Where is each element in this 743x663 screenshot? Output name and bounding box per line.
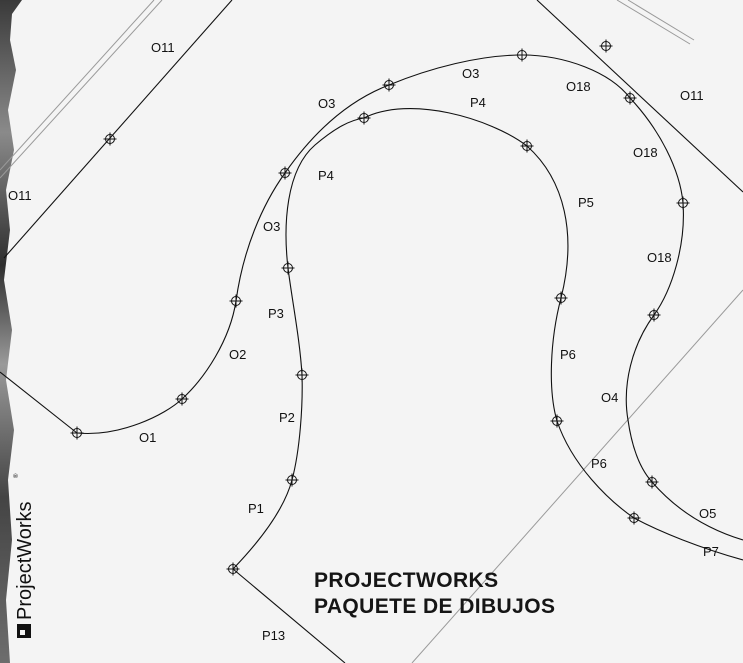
- diagonal-guide-line: [411, 289, 743, 663]
- title-line-1: PROJECTWORKS: [314, 569, 499, 592]
- label-o18: O18: [647, 250, 672, 265]
- outer-alignment-curve: [76, 54, 743, 541]
- node-markers: [70, 39, 690, 576]
- title-line-2: PAQUETE DE DIBUJOS: [314, 595, 556, 618]
- label-p3: P3: [268, 306, 284, 321]
- label-p5: P5: [578, 195, 594, 210]
- node-marker: [281, 261, 295, 275]
- brand-registered-mark: ®: [13, 473, 20, 478]
- label-o1: O1: [139, 430, 156, 445]
- label-o5: O5: [699, 506, 716, 521]
- node-marker: [357, 111, 371, 125]
- label-o18: O18: [566, 79, 591, 94]
- node-marker: [627, 511, 641, 525]
- label-o18: O18: [633, 145, 658, 160]
- inner-alignment-curve: [232, 108, 743, 570]
- label-p2: P2: [279, 410, 295, 425]
- node-marker: [647, 308, 661, 322]
- boundary-double-lines: [0, 0, 695, 179]
- label-o4: O4: [601, 390, 618, 405]
- node-marker: [295, 368, 309, 382]
- node-marker: [70, 426, 84, 440]
- drawing-package-title: PROJECTWORKS PAQUETE DE DIBUJOS: [314, 568, 555, 620]
- brand-name: ProjectWorks: [14, 501, 36, 620]
- node-marker: [550, 414, 564, 428]
- node-marker: [515, 48, 529, 62]
- label-p4: P4: [470, 95, 486, 110]
- node-marker: [382, 78, 396, 92]
- node-marker: [599, 39, 613, 53]
- label-o11: O11: [680, 88, 704, 103]
- node-marker: [676, 196, 690, 210]
- background-photo-strip: [0, 0, 22, 663]
- label-p13: P13: [262, 628, 285, 643]
- projectworks-logo: ProjectWorks ®: [12, 462, 38, 640]
- label-o11: O11: [8, 188, 32, 203]
- node-marker: [278, 166, 292, 180]
- node-marker: [554, 291, 568, 305]
- node-marker: [285, 473, 299, 487]
- label-o2: O2: [229, 347, 246, 362]
- label-p6: P6: [591, 456, 607, 471]
- label-o3: O3: [462, 66, 479, 81]
- label-o11: O11: [151, 40, 175, 55]
- label-p1: P1: [248, 501, 264, 516]
- label-p4: P4: [318, 168, 334, 183]
- label-p6: P6: [560, 347, 576, 362]
- logo-mark-icon: [17, 624, 31, 638]
- label-o3: O3: [263, 219, 280, 234]
- segment-labels: O11 O11 O11 O3 O3 O3 O18 O18 O18 O2 O1 O…: [8, 40, 719, 643]
- label-o3: O3: [318, 96, 335, 111]
- label-p7: P7: [703, 544, 719, 559]
- node-marker: [229, 294, 243, 308]
